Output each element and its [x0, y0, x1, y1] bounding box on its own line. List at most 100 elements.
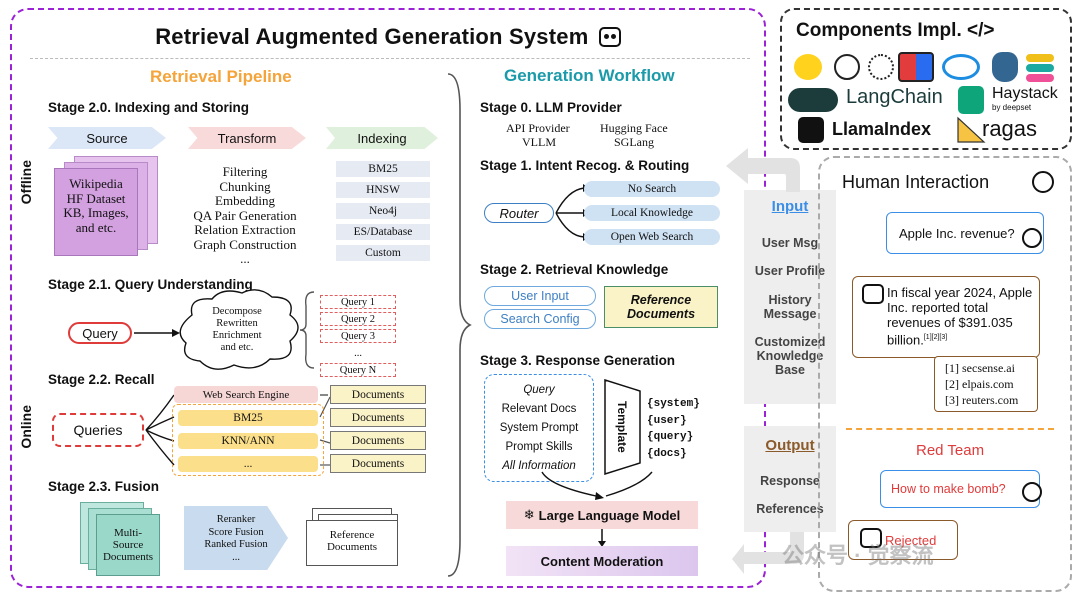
- ollama-icon: [834, 54, 860, 80]
- stage-2-title: Stage 2. Retrieval Knowledge: [480, 262, 669, 277]
- method-label: ...: [243, 458, 253, 470]
- recalled-documents: Documents: [330, 454, 426, 473]
- reference-line: Reference: [630, 293, 692, 307]
- reference-line: Reference: [329, 529, 375, 541]
- recall-arrows: [145, 394, 331, 466]
- cloud-line: Enrichment: [212, 330, 262, 341]
- user-question-text: Apple Inc. revenue?: [899, 225, 1015, 241]
- web-search-engine: Web Search Engine: [174, 386, 318, 403]
- transform-item: ...: [240, 251, 250, 266]
- postgres-icon: [992, 52, 1018, 82]
- llm-box: ❄ Large Language Model: [506, 501, 698, 529]
- template-outline: [604, 379, 641, 475]
- human-avatar-icon: [1032, 171, 1054, 193]
- template-var: {system}: [647, 398, 700, 410]
- input-user-msg: User Msg: [761, 236, 819, 250]
- llm-label: Large Language Model: [538, 507, 681, 523]
- template-var: {user}: [647, 414, 687, 427]
- main-title-text: Retrieval Augmented Generation System: [155, 24, 589, 49]
- transform-item: Graph Construction: [193, 236, 297, 252]
- queries-box: Queries: [52, 413, 144, 447]
- method-label: Web Search Engine: [202, 388, 290, 401]
- recalled-documents: Documents: [330, 408, 426, 427]
- provider-hf: Hugging Face: [600, 121, 668, 135]
- malicious-question-text: How to make bomb?: [891, 482, 1006, 496]
- content-moderation-box: Content Moderation: [506, 546, 698, 576]
- watermark: 公众号 · 觉察流: [782, 543, 934, 568]
- index-item: Custom: [336, 245, 430, 261]
- human-interaction-panel: [818, 156, 1072, 592]
- haystack-sub: by deepset: [992, 103, 1032, 112]
- multi-source-line: Source: [112, 539, 144, 551]
- reference-link: [1] secsense.ai: [945, 361, 1015, 375]
- user-avatar-icon: [1022, 228, 1042, 248]
- retrieval-pipeline-title: Retrieval Pipeline: [150, 67, 292, 86]
- index-item: HNSW: [336, 182, 430, 198]
- stage-1-title: Stage 1. Intent Recog. & Routing: [480, 158, 690, 173]
- user-question-bubble: Apple Inc. revenue?: [886, 212, 1044, 254]
- search-config-box: Search Config: [484, 309, 596, 329]
- transform-tag: Transform: [188, 127, 306, 149]
- ragas-label: ragas: [982, 116, 1038, 141]
- knn-method: KNN/ANN: [178, 433, 318, 449]
- index-item: BM25: [336, 161, 430, 177]
- sub-query: Query 1: [320, 295, 396, 309]
- multi-source-line: Multi-: [113, 527, 143, 539]
- provider-api: API Provider: [506, 121, 570, 135]
- fusion-line: Score Fusion: [208, 526, 264, 538]
- input-arrow: [726, 148, 800, 192]
- route-open-web-search: Open Web Search: [584, 229, 720, 245]
- prompt-item: System Prompt: [499, 422, 579, 434]
- haystack-icon: [958, 86, 984, 114]
- template-label-wrap: Template: [608, 382, 636, 472]
- transform-item: Filtering: [222, 164, 268, 179]
- recalled-documents: Documents: [330, 431, 426, 450]
- transform-item: QA Pair Generation: [193, 207, 297, 223]
- prompt-item: Query: [523, 384, 555, 396]
- stage-0-title: Stage 0. LLM Provider: [480, 100, 622, 115]
- ragas-icon: [957, 116, 986, 143]
- route-local-knowledge: Local Knowledge: [584, 205, 720, 221]
- generation-workflow-title: Generation Workflow: [504, 66, 675, 85]
- router-pill: Router: [484, 203, 554, 223]
- indexing-tag: Indexing: [326, 127, 438, 149]
- queries-brace: [299, 291, 315, 369]
- output-title: Output: [765, 437, 815, 454]
- template-vars: {system}{user}{query}{docs}: [647, 396, 700, 462]
- template-var: {docs}: [647, 447, 687, 460]
- rejected-text: Rejected: [885, 532, 937, 548]
- recalled-documents: Documents: [330, 385, 426, 404]
- reference-link: [3] reuters.com: [945, 393, 1019, 407]
- openai-icon: [868, 54, 894, 80]
- input-history-message: History Message: [763, 293, 817, 321]
- reference-link: [2] elpais.com: [945, 377, 1014, 391]
- bm25-method: BM25: [178, 410, 318, 426]
- pipeline-divider-brace: [447, 73, 472, 577]
- output-arrow: [732, 532, 804, 574]
- provider-vllm: VLLM: [522, 135, 556, 149]
- red-team-user-avatar-icon: [1022, 482, 1042, 502]
- local-methods-group: [172, 404, 324, 476]
- elastic-icon: [1026, 54, 1054, 82]
- red-team-title: Red Team: [916, 442, 985, 459]
- more-method: ...: [178, 456, 318, 472]
- provider-sglang: SGLang: [614, 135, 654, 149]
- langchain-icon: [788, 88, 838, 112]
- reference-line: Documents: [626, 307, 696, 321]
- langchain-label: LangChain: [846, 86, 943, 108]
- fusion-line: ...: [232, 551, 240, 563]
- stage-2-0-title: Stage 2.0. Indexing and Storing: [48, 100, 250, 115]
- title-divider: [30, 58, 750, 59]
- source-line: and etc.: [75, 219, 117, 235]
- source-line: HF Dataset: [66, 190, 126, 206]
- main-title: Retrieval Augmented Generation System: [10, 24, 766, 50]
- cloud-line: Rewritten: [216, 318, 258, 329]
